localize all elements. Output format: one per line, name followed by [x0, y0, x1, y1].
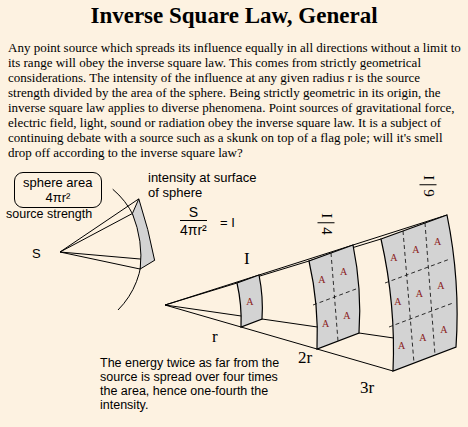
fraction-term: I — [420, 175, 437, 185]
patch-division — [389, 303, 453, 327]
distance-label: 2r — [298, 348, 312, 367]
source-label: source strength — [6, 207, 92, 222]
area-letter: A — [437, 280, 444, 291]
area-letter: A — [246, 296, 253, 307]
ray-line — [60, 252, 140, 269]
patch-division — [385, 259, 450, 283]
intensity-label: intensity at surface of sphere — [148, 170, 268, 200]
area-letter: A — [343, 310, 350, 321]
page-title: Inverse Square Law, General — [0, 3, 468, 29]
box-text: 4πr² — [23, 190, 93, 205]
area-letter: A — [390, 252, 397, 263]
area-patch — [237, 275, 262, 327]
area-letter: A — [340, 266, 347, 277]
fraction-term: 4πr² — [180, 220, 207, 238]
area-letter: A — [394, 296, 401, 307]
fraction-term: 9 — [420, 189, 437, 197]
area-letter: A — [419, 332, 426, 343]
source-symbol: S — [32, 246, 41, 261]
equation-result: = I — [220, 215, 235, 230]
distance-label: 3r — [360, 378, 374, 397]
fraction-term: S — [189, 204, 198, 220]
distance-label: r — [212, 327, 218, 346]
fraction-term: I — [318, 213, 335, 223]
quarter-intensity: I4 — [318, 213, 335, 235]
area-letter: A — [440, 324, 447, 335]
area-letter: A — [322, 318, 329, 329]
figure-caption: The energy twice as far from the source … — [100, 356, 290, 412]
ninth-intensity: I9 — [420, 175, 437, 197]
area-letter: A — [318, 274, 325, 285]
box-text: sphere area — [23, 175, 93, 190]
intro-paragraph: Any point source which spreads its influ… — [8, 40, 464, 160]
area-patch — [381, 215, 457, 371]
labelled-box: sphere area4πr² — [14, 172, 102, 208]
area-letter: A — [412, 244, 419, 255]
sphere-patch — [132, 199, 154, 269]
intensity-formula: S4πr² — [180, 204, 207, 238]
patch-division — [313, 289, 356, 305]
area-letter: A — [398, 340, 405, 351]
fraction-term: 4 — [318, 227, 335, 235]
intensity-symbol: I — [244, 249, 250, 268]
area-letter: A — [434, 236, 441, 247]
patch-division — [425, 223, 435, 355]
area-patch — [309, 245, 360, 349]
area-letter: A — [416, 288, 423, 299]
